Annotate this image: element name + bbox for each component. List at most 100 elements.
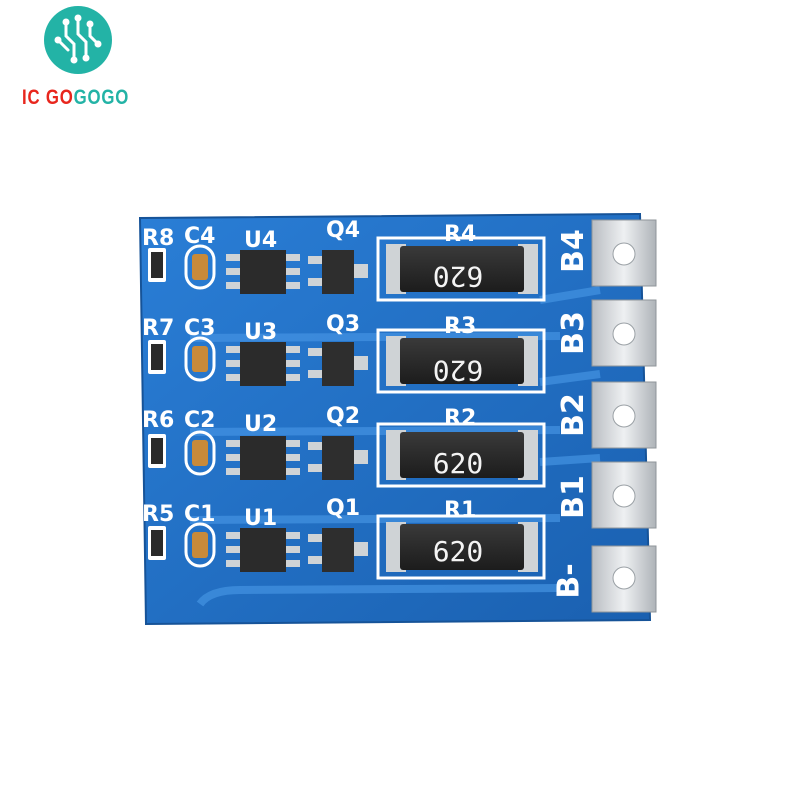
ic-body-u3 (240, 342, 286, 386)
capacitor-outline-3 (184, 336, 216, 382)
ic-pin-left-1-1 (226, 546, 240, 553)
transistor-q4 (322, 250, 354, 294)
brand-go: GO (40, 86, 74, 109)
ic-pin-right-2-1 (286, 454, 300, 461)
ic-pin-right-3-1 (286, 360, 300, 367)
label-r5: R5 (142, 502, 175, 527)
brand-logo-icon (44, 6, 112, 74)
shunt-outline-r4 (376, 236, 546, 302)
label-q1: Q1 (326, 496, 361, 521)
ic-body-u2 (240, 436, 286, 480)
ic-pin-left-1-0 (226, 532, 240, 539)
shunt-marking-r4: 620 (432, 260, 484, 293)
pad-label-b3: B3 (555, 311, 591, 355)
transistor-pin-a-3 (308, 348, 322, 356)
capacitor-4 (192, 254, 208, 280)
label-q3: Q3 (326, 312, 361, 337)
transistor-q2 (322, 436, 354, 480)
capacitor-outline-2 (184, 430, 216, 476)
ic-pin-right-1-2 (286, 560, 300, 567)
ic-pin-right-2-2 (286, 468, 300, 475)
small-resistor-1 (151, 530, 163, 556)
brand-wordmark: IC GOGOGO (22, 86, 129, 110)
label-r3: R3 (444, 314, 477, 339)
ic-pin-left-3-0 (226, 346, 240, 353)
ic-pin-left-2-2 (226, 468, 240, 475)
ic-body-u1 (240, 528, 286, 572)
pad-label-b2: B2 (555, 393, 591, 437)
label-c4: C4 (184, 224, 216, 249)
label-r1: R1 (444, 498, 477, 523)
capacitor-outline-1 (184, 522, 216, 568)
label-u4: U4 (244, 228, 278, 253)
ic-pin-left-3-2 (226, 374, 240, 381)
ic-pin-left-3-1 (226, 360, 240, 367)
small-resistor-3 (151, 344, 163, 370)
pad-label-b-minus: B- (551, 563, 587, 599)
transistor-pin-b-4 (308, 278, 322, 286)
label-r6: R6 (142, 408, 175, 433)
pad-label-b4: B4 (555, 229, 591, 273)
ic-pin-left-1-2 (226, 560, 240, 567)
label-r7: R7 (142, 316, 175, 341)
shunt-body-r2 (400, 432, 524, 478)
ic-pin-right-4-2 (286, 282, 300, 289)
ic-pin-right-3-0 (286, 346, 300, 353)
label-u3: U3 (244, 320, 278, 345)
transistor-pin-b-1 (308, 556, 322, 564)
ic-pin-right-1-1 (286, 546, 300, 553)
shunt-marking-r2: 620 (432, 447, 484, 480)
shunt-marking-r3: 620 (432, 354, 484, 387)
label-c1: C1 (184, 502, 216, 527)
label-c3: C3 (184, 316, 216, 341)
transistor-pin-a-4 (308, 256, 322, 264)
ic-pin-left-4-1 (226, 268, 240, 275)
capacitor-2 (192, 440, 208, 466)
ic-pin-left-4-0 (226, 254, 240, 261)
capacitor-outline-4 (184, 244, 216, 290)
shunt-outline-r2 (376, 422, 546, 488)
ic-pin-left-4-2 (226, 282, 240, 289)
brand-ic: IC (22, 86, 41, 109)
transistor-q3 (322, 342, 354, 386)
ic-pin-left-2-0 (226, 440, 240, 447)
label-u1: U1 (244, 506, 278, 531)
label-u2: U2 (244, 412, 278, 437)
shunt-outline-r3 (376, 328, 546, 394)
shunt-body-r4 (400, 246, 524, 292)
transistor-pin-c-4 (354, 264, 368, 278)
shunt-outline-r1 (376, 514, 546, 580)
label-r2: R2 (444, 406, 477, 431)
transistor-pin-a-2 (308, 442, 322, 450)
pad-label-b1: B1 (555, 475, 591, 519)
ic-pin-right-4-1 (286, 268, 300, 275)
shunt-marking-r1: 620 (432, 535, 484, 568)
ic-pin-left-2-1 (226, 454, 240, 461)
brand-gogo: GOGO (73, 86, 130, 109)
transistor-pin-b-3 (308, 370, 322, 378)
ic-pin-right-2-0 (286, 440, 300, 447)
battery-pads (591, 219, 657, 613)
small-resistor-2 (151, 438, 163, 464)
transistor-pin-b-2 (308, 464, 322, 472)
small-resistor-4 (151, 252, 163, 278)
transistor-pin-a-1 (308, 534, 322, 542)
transistor-pin-c-1 (354, 542, 368, 556)
shunt-body-r3 (400, 338, 524, 384)
label-r8: R8 (142, 226, 175, 251)
label-r4: R4 (444, 222, 477, 247)
ic-pin-right-4-0 (286, 254, 300, 261)
shunt-body-r1 (400, 524, 524, 570)
transistor-q1 (322, 528, 354, 572)
label-q4: Q4 (326, 218, 361, 243)
transistor-pin-c-3 (354, 356, 368, 370)
capacitor-1 (192, 532, 208, 558)
label-c2: C2 (184, 408, 216, 433)
ic-pin-right-3-2 (286, 374, 300, 381)
transistor-pin-c-2 (354, 450, 368, 464)
ic-body-u4 (240, 250, 286, 294)
capacitor-3 (192, 346, 208, 372)
ic-pin-right-1-0 (286, 532, 300, 539)
label-q2: Q2 (326, 404, 361, 429)
